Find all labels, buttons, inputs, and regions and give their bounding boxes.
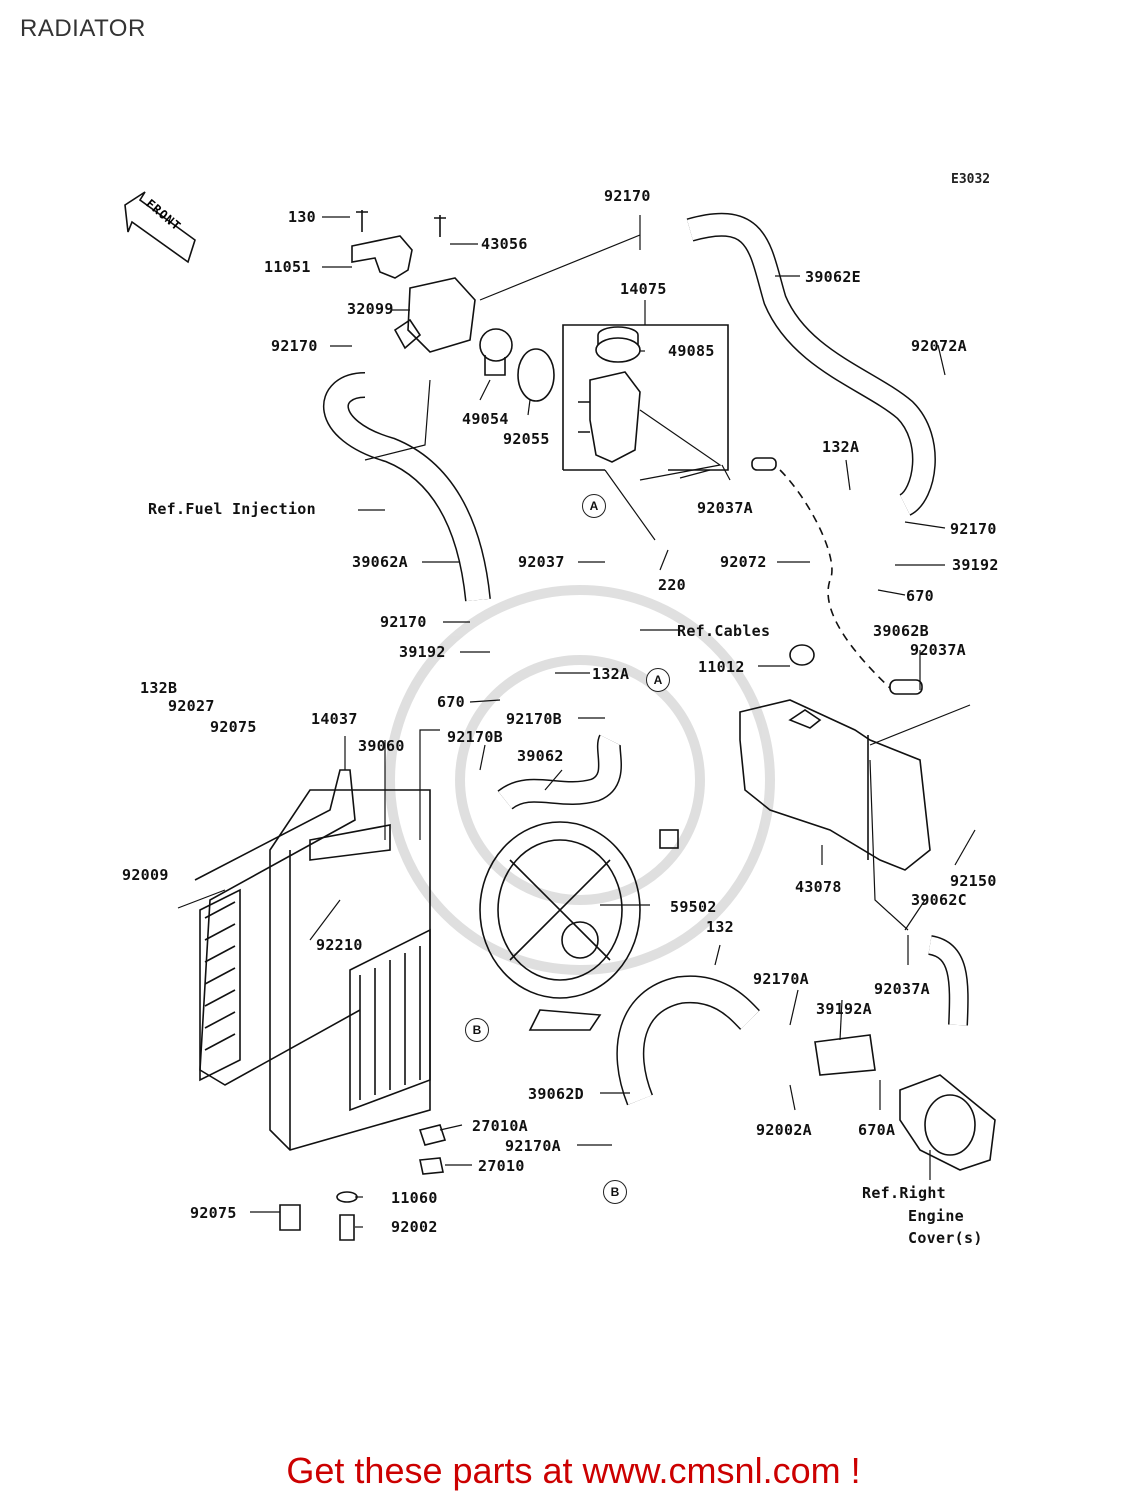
part-label[interactable]: 92150	[950, 872, 997, 890]
part-label[interactable]: 132	[706, 918, 734, 936]
part-label[interactable]: 92170	[950, 520, 997, 538]
part-label[interactable]: 11012	[698, 658, 745, 676]
part-label[interactable]: 14037	[311, 710, 358, 728]
front-arrow-icon	[124, 191, 196, 264]
part-label[interactable]: 39192A	[816, 1000, 872, 1018]
hose-39062E-part	[686, 212, 936, 516]
part-label[interactable]: 39192	[399, 643, 446, 661]
reservoir-tank-part	[739, 644, 931, 871]
front-indicator: FRONT	[115, 190, 205, 250]
front-label: FRONT	[143, 196, 184, 234]
part-label[interactable]: 670	[906, 587, 934, 605]
reference-marker-a: A	[582, 494, 606, 518]
part-label[interactable]: 39060	[358, 737, 405, 755]
radiator-cap-part	[595, 326, 641, 363]
part-label[interactable]: 92170A	[505, 1137, 561, 1155]
leader-lines	[177, 215, 976, 1228]
part-label[interactable]: 39062	[517, 747, 564, 765]
part-label[interactable]: 92170A	[753, 970, 809, 988]
part-label[interactable]: 132A	[592, 665, 630, 683]
part-label[interactable]: 39062D	[528, 1085, 584, 1103]
part-label[interactable]: 92170	[380, 613, 427, 631]
part-label[interactable]: 11051	[264, 258, 311, 276]
connector-part	[659, 829, 679, 849]
part-label[interactable]: 14075	[620, 280, 667, 298]
part-label[interactable]: 132A	[822, 438, 860, 456]
part-label[interactable]: 670A	[858, 1121, 896, 1139]
part-label[interactable]: 92072	[720, 553, 767, 571]
part-label[interactable]: 39062C	[911, 891, 967, 909]
part-label[interactable]: Ref.Right	[862, 1184, 946, 1202]
pump-cover-part	[899, 1074, 996, 1171]
overflow-line	[779, 469, 891, 689]
part-label[interactable]: 92055	[503, 430, 550, 448]
part-label[interactable]: 132B	[140, 679, 178, 697]
part-label[interactable]: 92210	[316, 936, 363, 954]
thermostat-housing-part	[351, 210, 513, 376]
diagram-code: E3032	[951, 172, 991, 187]
fan-part	[479, 821, 641, 1031]
part-label[interactable]: 220	[658, 576, 686, 594]
footer-link[interactable]: Get these parts at www.cmsnl.com !	[286, 1450, 861, 1491]
part-label[interactable]: 92170	[604, 187, 651, 205]
part-label[interactable]: 92027	[168, 697, 215, 715]
part-label[interactable]: 27010	[478, 1157, 525, 1175]
part-label[interactable]: 27010A	[472, 1117, 528, 1135]
part-label[interactable]: 130	[288, 208, 316, 226]
reference-marker-b: B	[465, 1018, 489, 1042]
part-label[interactable]: 92037A	[697, 499, 753, 517]
part-label[interactable]: 39062A	[352, 553, 408, 571]
sensor-27010-part	[419, 1157, 444, 1175]
part-label[interactable]: 11060	[391, 1189, 438, 1207]
part-label[interactable]: 92170B	[447, 728, 503, 746]
part-label[interactable]: 92170B	[506, 710, 562, 728]
reference-marker-b: B	[603, 1180, 627, 1204]
part-label[interactable]: 43056	[481, 235, 528, 253]
part-label[interactable]: 32099	[347, 300, 394, 318]
mount-92075-part	[279, 1204, 301, 1231]
reference-marker-a: A	[646, 668, 670, 692]
part-label[interactable]: 92072A	[911, 337, 967, 355]
part-label[interactable]: 670	[437, 693, 465, 711]
o-ring-part	[517, 348, 555, 402]
radiator-guard-part	[194, 769, 361, 1086]
part-label[interactable]: 49054	[462, 410, 509, 428]
pipe-39192A-part	[814, 1034, 876, 1076]
filler-neck-part	[578, 371, 641, 463]
part-label[interactable]: 92075	[190, 1204, 237, 1222]
part-label[interactable]: 92037A	[910, 641, 966, 659]
part-label[interactable]: 92075	[210, 718, 257, 736]
part-label[interactable]: 92009	[122, 866, 169, 884]
part-label[interactable]: 92037A	[874, 980, 930, 998]
page-title: RADIATOR	[20, 15, 146, 42]
bolt-92002-part	[339, 1214, 355, 1241]
part-label: Engine	[908, 1207, 964, 1225]
part-label[interactable]: 92037	[518, 553, 565, 571]
part-label[interactable]: 49085	[668, 342, 715, 360]
hose-39062B-part	[889, 679, 923, 695]
part-label[interactable]: 43078	[795, 878, 842, 896]
part-label[interactable]: 92170	[271, 337, 318, 355]
part-label[interactable]: 39062B	[873, 622, 929, 640]
sensor-27010A-part	[418, 1124, 447, 1146]
radiator-core-part	[269, 789, 431, 1151]
part-label: Cover(s)	[908, 1229, 983, 1247]
watermark	[385, 585, 775, 975]
part-label[interactable]: Ref.Cables	[677, 622, 771, 640]
part-label[interactable]: 92002	[391, 1218, 438, 1236]
part-label[interactable]: 39062E	[805, 268, 861, 286]
part-label[interactable]: 92002A	[756, 1121, 812, 1139]
washer-11060-part	[336, 1191, 358, 1203]
part-label[interactable]: 59502	[670, 898, 717, 916]
part-label[interactable]: 39192	[952, 556, 999, 574]
part-label[interactable]: Ref.Fuel Injection	[148, 500, 316, 518]
